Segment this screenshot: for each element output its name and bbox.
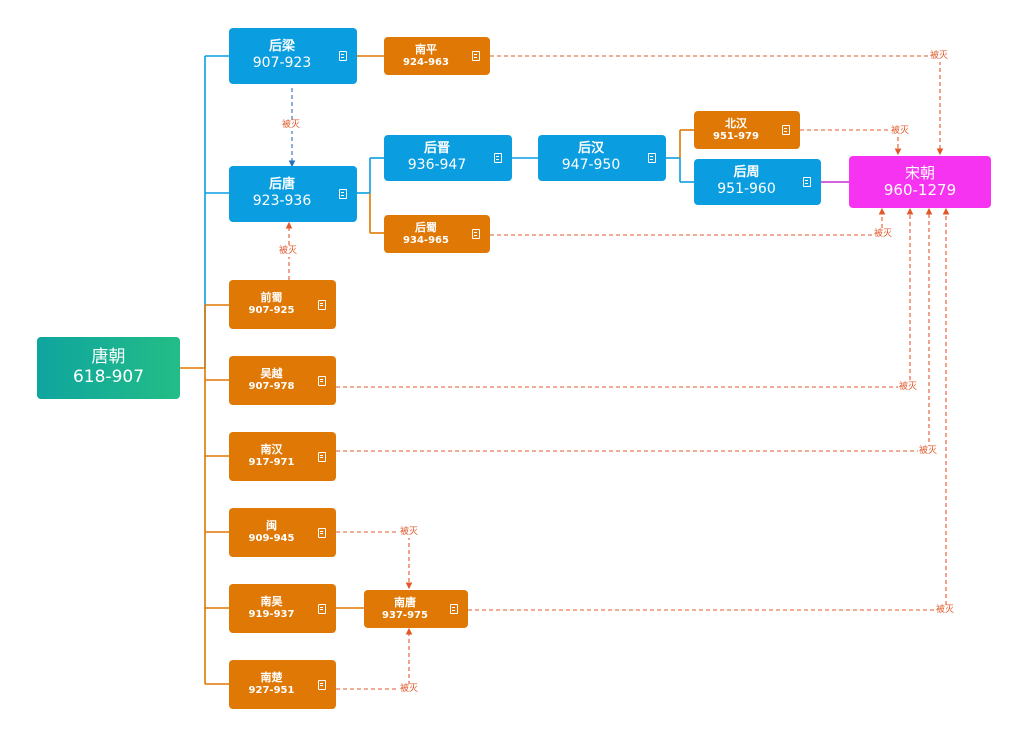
node-tang-years: 618-907 [72,367,145,387]
note-icon[interactable] [318,451,326,462]
note-icon[interactable] [803,177,811,187]
tree-connectors [180,55,849,685]
node-song[interactable]: 宋朝 960-1279 [849,156,991,208]
label-nanhan-destroyed: 被灭 [918,446,939,457]
node-nanchu-name: 南楚 [260,671,283,685]
node-houzhou-name: 后周 [733,165,760,181]
node-nantang-years: 937-975 [382,609,428,621]
note-icon[interactable] [648,153,656,163]
node-houjin-name: 后晋 [423,141,450,157]
node-houshu-years: 934-965 [403,234,449,246]
label-qianshu-destroyed: 被灭 [278,246,299,257]
link-nanchu-nantang [336,627,413,690]
node-houhan-name: 后汉 [577,141,604,157]
label-nanping-destroyed: 被灭 [929,51,950,62]
node-nanping[interactable]: 南平 924-963 [384,37,490,75]
note-icon[interactable] [472,229,480,239]
node-qianshu-years: 907-925 [248,305,295,317]
node-houshu-name: 后蜀 [415,220,437,234]
note-icon[interactable] [318,375,326,386]
node-nanwu-name: 南吴 [260,595,283,609]
node-nanwu[interactable]: 南吴 919-937 [229,584,336,633]
link-min-nantang [336,531,413,590]
link-beihan-song [800,129,902,156]
node-houliang-years: 907-923 [252,55,312,72]
link-nantang-song [468,207,950,611]
node-houzhou-years: 951-960 [717,181,776,198]
node-tang[interactable]: 唐朝 618-907 [37,337,180,399]
node-wuyue[interactable]: 吴越 907-978 [229,356,336,405]
node-qianshu[interactable]: 前蜀 907-925 [229,280,336,329]
note-icon[interactable] [339,51,347,61]
label-houliang-destroyed: 被灭 [281,120,302,131]
node-houzhou[interactable]: 后周 951-960 [694,159,821,205]
node-nanhan-years: 917-971 [248,457,295,469]
node-beihan-years: 951-979 [713,130,759,142]
note-icon[interactable] [494,153,502,163]
node-houhan[interactable]: 后汉 947-950 [538,135,666,181]
node-min[interactable]: 闽 909-945 [229,508,336,557]
node-nanping-years: 924-963 [403,56,449,68]
node-qianshu-name: 前蜀 [260,291,283,305]
node-wuyue-name: 吴越 [260,367,283,381]
note-icon[interactable] [318,603,326,614]
node-tang-name: 唐朝 [91,347,126,368]
note-icon[interactable] [318,679,326,690]
node-houtang-name: 后唐 [268,177,295,193]
node-song-name: 宋朝 [904,163,935,182]
link-houshu-song [490,207,886,236]
node-nanhan[interactable]: 南汉 917-971 [229,432,336,481]
node-song-years: 960-1279 [883,181,957,199]
node-nanchu-years: 927-951 [248,685,295,697]
label-min-destroyed: 被灭 [399,527,420,538]
node-min-years: 909-945 [248,533,295,545]
node-houjin[interactable]: 后晋 936-947 [384,135,512,181]
node-houhan-years: 947-950 [561,157,621,174]
node-houliang-name: 后梁 [268,39,295,55]
node-beihan[interactable]: 北汉 951-979 [694,111,800,149]
node-houliang[interactable]: 后梁 907-923 [229,28,357,84]
node-nantang-name: 南唐 [394,595,416,609]
node-nanchu[interactable]: 南楚 927-951 [229,660,336,709]
node-houtang-years: 923-936 [252,193,312,210]
node-nanwu-years: 919-937 [248,609,295,621]
note-icon[interactable] [318,299,326,310]
note-icon[interactable] [339,189,347,199]
node-houtang[interactable]: 后唐 923-936 [229,166,357,222]
note-icon[interactable] [782,125,790,135]
node-nantang[interactable]: 南唐 937-975 [364,590,468,628]
node-nanping-name: 南平 [415,42,437,56]
label-houshu-destroyed: 被灭 [873,229,894,240]
label-nantang-destroyed: 被灭 [935,605,956,616]
link-nanhan-song [336,207,933,452]
node-houjin-years: 936-947 [407,157,467,174]
note-icon[interactable] [318,527,326,538]
note-icon[interactable] [450,604,458,614]
node-beihan-name: 北汉 [725,116,747,130]
node-min-name: 闽 [266,519,277,533]
node-houshu[interactable]: 后蜀 934-965 [384,215,490,253]
node-nanhan-name: 南汉 [260,443,283,457]
note-icon[interactable] [472,51,480,61]
label-beihan-destroyed: 被灭 [890,126,911,137]
node-wuyue-years: 907-978 [248,381,295,393]
label-nanchu-destroyed: 被灭 [399,684,420,695]
label-wuyue-destroyed: 被灭 [898,382,919,393]
